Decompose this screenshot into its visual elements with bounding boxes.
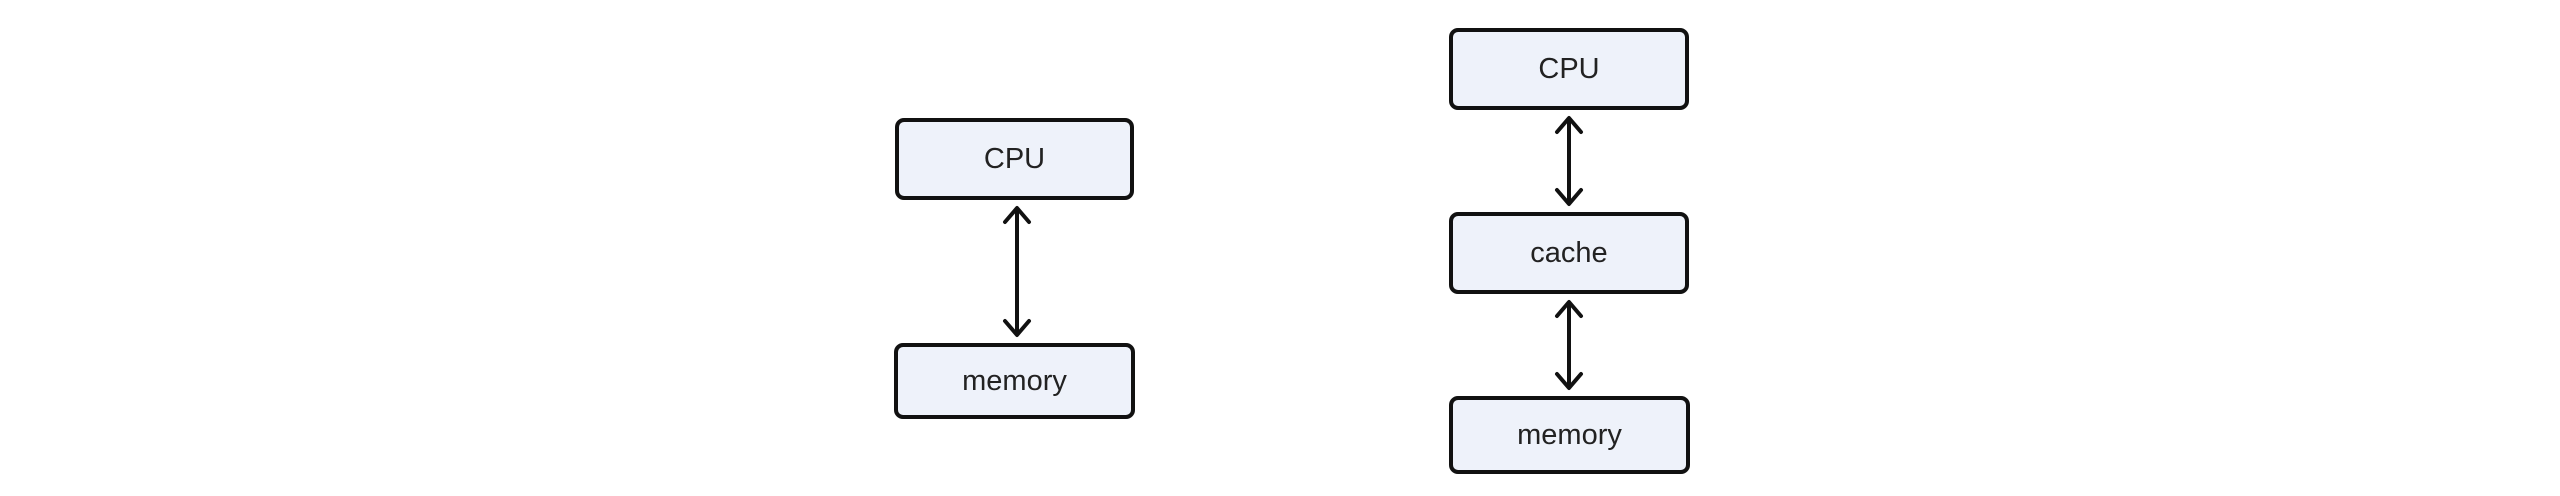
right-cache-label: cache xyxy=(1530,236,1608,269)
right-memory-label: memory xyxy=(1517,418,1622,451)
right-cpu-cache-arrow xyxy=(1555,116,1583,206)
right-cache-box: cache xyxy=(1449,212,1689,294)
left-memory-label: memory xyxy=(962,364,1067,397)
left-cpu-memory-arrow xyxy=(1003,206,1031,337)
right-cache-memory-arrow xyxy=(1555,300,1583,390)
right-cpu-box: CPU xyxy=(1449,28,1689,110)
right-memory-box: memory xyxy=(1449,396,1690,474)
left-cpu-label: CPU xyxy=(983,142,1046,175)
right-cpu-label: CPU xyxy=(1538,52,1600,85)
left-cpu-box: CPU xyxy=(895,118,1134,200)
left-memory-box: memory xyxy=(894,343,1135,419)
